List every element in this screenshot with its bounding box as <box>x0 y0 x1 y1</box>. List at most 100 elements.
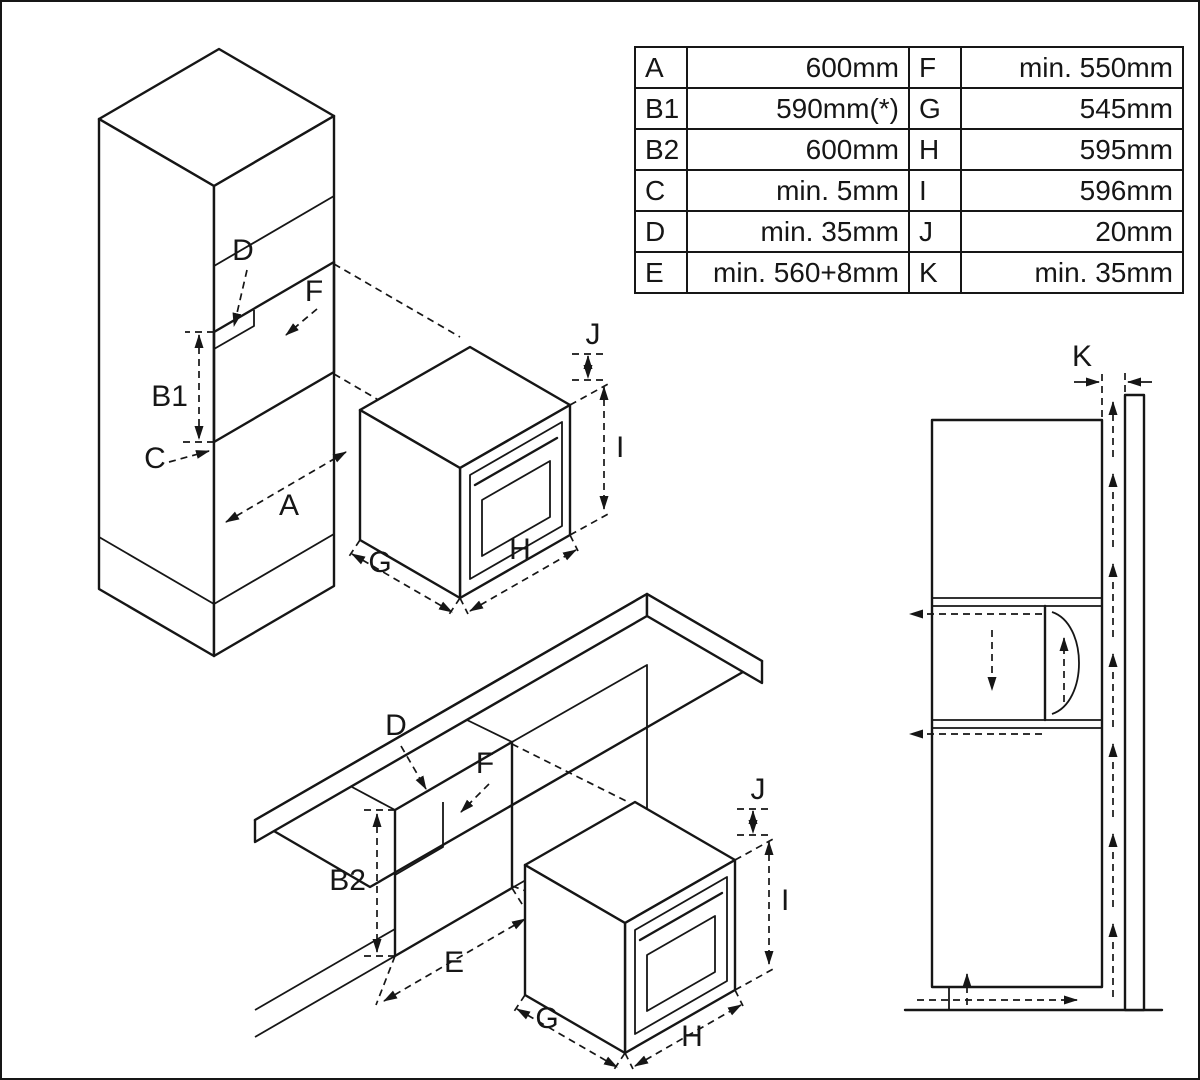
table-row: A 600mm F min. 550mm <box>634 46 1184 89</box>
dim-leader-D <box>232 269 248 327</box>
dim-ext-G-right <box>447 597 461 617</box>
oven-lower-dimensions: J I G H <box>512 773 789 1072</box>
dim-ext-I-bottom <box>569 512 611 536</box>
dim-label-F2: F <box>476 747 494 780</box>
side-view-dimensions: K <box>1072 340 1152 417</box>
dim-label-E: E <box>444 946 464 979</box>
dim-label-D2: D <box>385 709 407 742</box>
dim-ext-H2-right <box>734 989 744 1007</box>
dim-key-cell: K <box>908 251 962 294</box>
dim-ext-G2-right <box>612 1052 626 1072</box>
dim-label-J2: J <box>751 773 766 806</box>
table-row: E min. 560+8mm K min. 35mm <box>634 251 1184 294</box>
side-view-drawing <box>903 393 1164 1012</box>
oven2-door-handle <box>638 891 724 942</box>
dim-label-B2: B2 <box>329 864 366 897</box>
side-view-airflow <box>909 401 1118 1005</box>
niche-opening <box>212 260 336 444</box>
table-row: D min. 35mm J 20mm <box>634 210 1184 253</box>
tall-cabinet-dimensions: D F B1 C A <box>144 234 461 523</box>
dim-label-G2: G <box>535 1002 558 1035</box>
align-line-top2 <box>511 743 629 803</box>
niche-reveal-right <box>466 719 513 743</box>
dim-leader-D2 <box>400 745 427 790</box>
plinth-line-front <box>213 533 335 605</box>
countertop-scene-dimensions: D F B2 E <box>329 709 629 1006</box>
dim-key-cell: G <box>908 87 962 130</box>
dim-label-J: J <box>586 318 601 351</box>
base-niche-interior <box>394 802 444 876</box>
niche-reveal-left <box>351 786 396 811</box>
dim-key-cell: J <box>908 210 962 253</box>
dim-value-cell: 600mm <box>686 128 910 171</box>
dim-label-I: I <box>616 431 624 464</box>
dim-label-K: K <box>1072 340 1092 373</box>
floor-line-long <box>254 955 396 1038</box>
dim-leader-F2 <box>460 783 490 813</box>
dim-label-I2: I <box>781 884 789 917</box>
dim-key-cell: A <box>634 46 688 89</box>
wall-section <box>1123 393 1146 1012</box>
dim-ext-H-left <box>459 597 469 615</box>
oven-door-handle <box>473 436 559 487</box>
cabinet-front-face <box>212 114 336 658</box>
dim-value-cell: min. 35mm <box>960 251 1184 294</box>
niche-interior-lines <box>213 310 255 350</box>
oven-door-outline <box>469 421 563 580</box>
dim-value-cell: 20mm <box>960 210 1184 253</box>
dim-value-cell: 590mm(*) <box>686 87 910 130</box>
dim-ext-G-left <box>347 539 361 559</box>
dim-ext-H2-left <box>624 1052 634 1070</box>
dim-label-B1: B1 <box>151 380 188 413</box>
dim-key-cell: B1 <box>634 87 688 130</box>
dim-line-G2 <box>516 1008 618 1068</box>
countertop-scene-drawing <box>253 592 764 1038</box>
dim-line-G <box>351 553 453 613</box>
dim-key-cell: C <box>634 169 688 212</box>
dim-key-cell: E <box>634 251 688 294</box>
dim-key-cell: F <box>908 46 962 89</box>
dim-key-cell: D <box>634 210 688 253</box>
dim-ext-I2-bottom <box>734 967 776 991</box>
dim-label-C: C <box>144 442 166 475</box>
plinth-line-long <box>254 928 396 1011</box>
counter-end-band <box>645 592 764 685</box>
dimension-table: A 600mm F min. 550mm B1 590mm(*) G 545mm… <box>634 46 1184 294</box>
table-row: B2 600mm H 595mm <box>634 128 1184 171</box>
dim-value-cell: 600mm <box>686 46 910 89</box>
dim-label-H2: H <box>681 1020 703 1053</box>
oven-door-profile <box>1051 611 1080 715</box>
table-row: B1 590mm(*) G 545mm <box>634 87 1184 130</box>
dim-ext-E-left <box>375 955 396 1006</box>
table-row: C min. 5mm I 596mm <box>634 169 1184 212</box>
dim-value-cell: min. 5mm <box>686 169 910 212</box>
tall-cabinet-drawing <box>97 47 336 658</box>
dim-label-A: A <box>279 489 299 522</box>
dim-value-cell: min. 35mm <box>686 210 910 253</box>
dim-value-cell: min. 560+8mm <box>686 251 910 294</box>
dim-leader-F <box>285 308 318 336</box>
dim-value-cell: 596mm <box>960 169 1184 212</box>
oven-upper-dimensions: J I G H <box>347 318 624 617</box>
oven-door-window <box>481 460 551 557</box>
dim-line-H <box>469 549 577 612</box>
dim-key-cell: B2 <box>634 128 688 171</box>
dim-key-cell: I <box>908 169 962 212</box>
plinth-line-side <box>98 536 215 605</box>
dim-line-H2 <box>634 1004 742 1067</box>
dim-line-E <box>383 918 526 1002</box>
dim-label-D: D <box>232 234 254 267</box>
dim-value-cell: 595mm <box>960 128 1184 171</box>
dim-leader-C <box>168 450 210 463</box>
upper-door-line <box>213 195 335 267</box>
dim-value-cell: min. 550mm <box>960 46 1184 89</box>
dim-ext-E-right <box>511 887 533 921</box>
dim-label-G: G <box>368 546 391 579</box>
dim-value-cell: 545mm <box>960 87 1184 130</box>
dim-label-F: F <box>305 275 323 308</box>
oven2-door-outline <box>634 876 728 1035</box>
side-cabinet-outline <box>930 418 1104 989</box>
dim-ext-G2-left <box>512 994 526 1014</box>
